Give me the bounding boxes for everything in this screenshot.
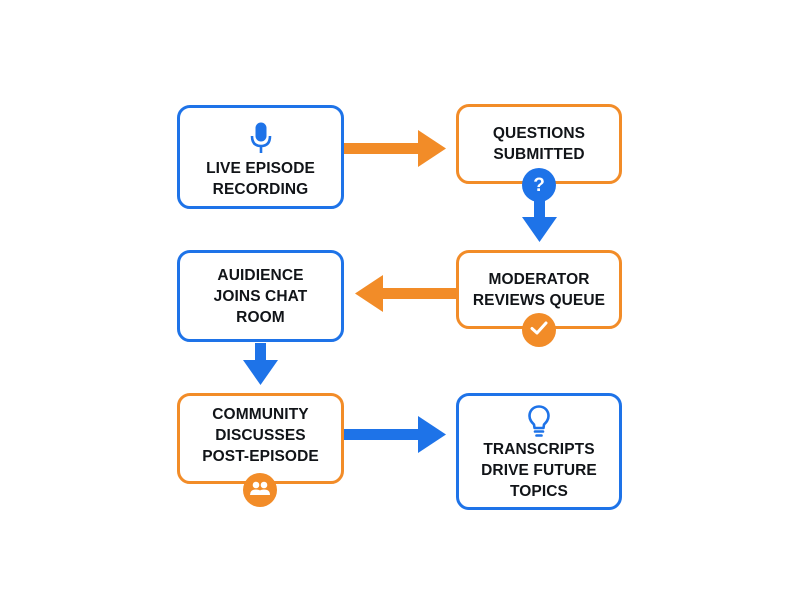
- arrow-live-to-questions: [344, 130, 446, 167]
- node-community-discusses: COMMUNITY DISCUSSES POST-EPISODE: [177, 393, 344, 484]
- arrow-audience-to-community: [243, 343, 278, 385]
- people-badge: [243, 473, 277, 507]
- node-label: COMMUNITY DISCUSSES POST-EPISODE: [202, 406, 319, 465]
- node-label: LIVE EPISODE RECORDING: [206, 160, 315, 198]
- arrow-moderator-to-audience: [355, 275, 458, 312]
- people-icon: [249, 480, 271, 501]
- checkmark-icon: [530, 320, 548, 341]
- microphone-icon: [250, 121, 272, 160]
- node-label: TRANSCRIPTS DRIVE FUTURE TOPICS: [481, 441, 597, 500]
- node-transcripts-drive: TRANSCRIPTS DRIVE FUTURE TOPICS: [456, 393, 622, 510]
- node-audience-joins: AUIDIENCE JOINS CHAT ROOM: [177, 250, 344, 342]
- question-mark-badge: ?: [522, 168, 556, 202]
- arrow-community-to-transcripts: [344, 416, 446, 453]
- node-live-episode: LIVE EPISODE RECORDING: [177, 105, 344, 209]
- arrow-questions-to-moderator: [522, 200, 557, 242]
- question-mark-icon: ?: [533, 174, 545, 196]
- node-label: MODERATOR REVIEWS QUEUE: [472, 270, 606, 309]
- node-label: AUIDIENCE JOINS CHAT ROOM: [213, 266, 308, 326]
- lightbulb-icon: [527, 404, 551, 443]
- checkmark-badge: [522, 313, 556, 347]
- node-label: QUESTIONS SUBMITTED: [492, 125, 586, 163]
